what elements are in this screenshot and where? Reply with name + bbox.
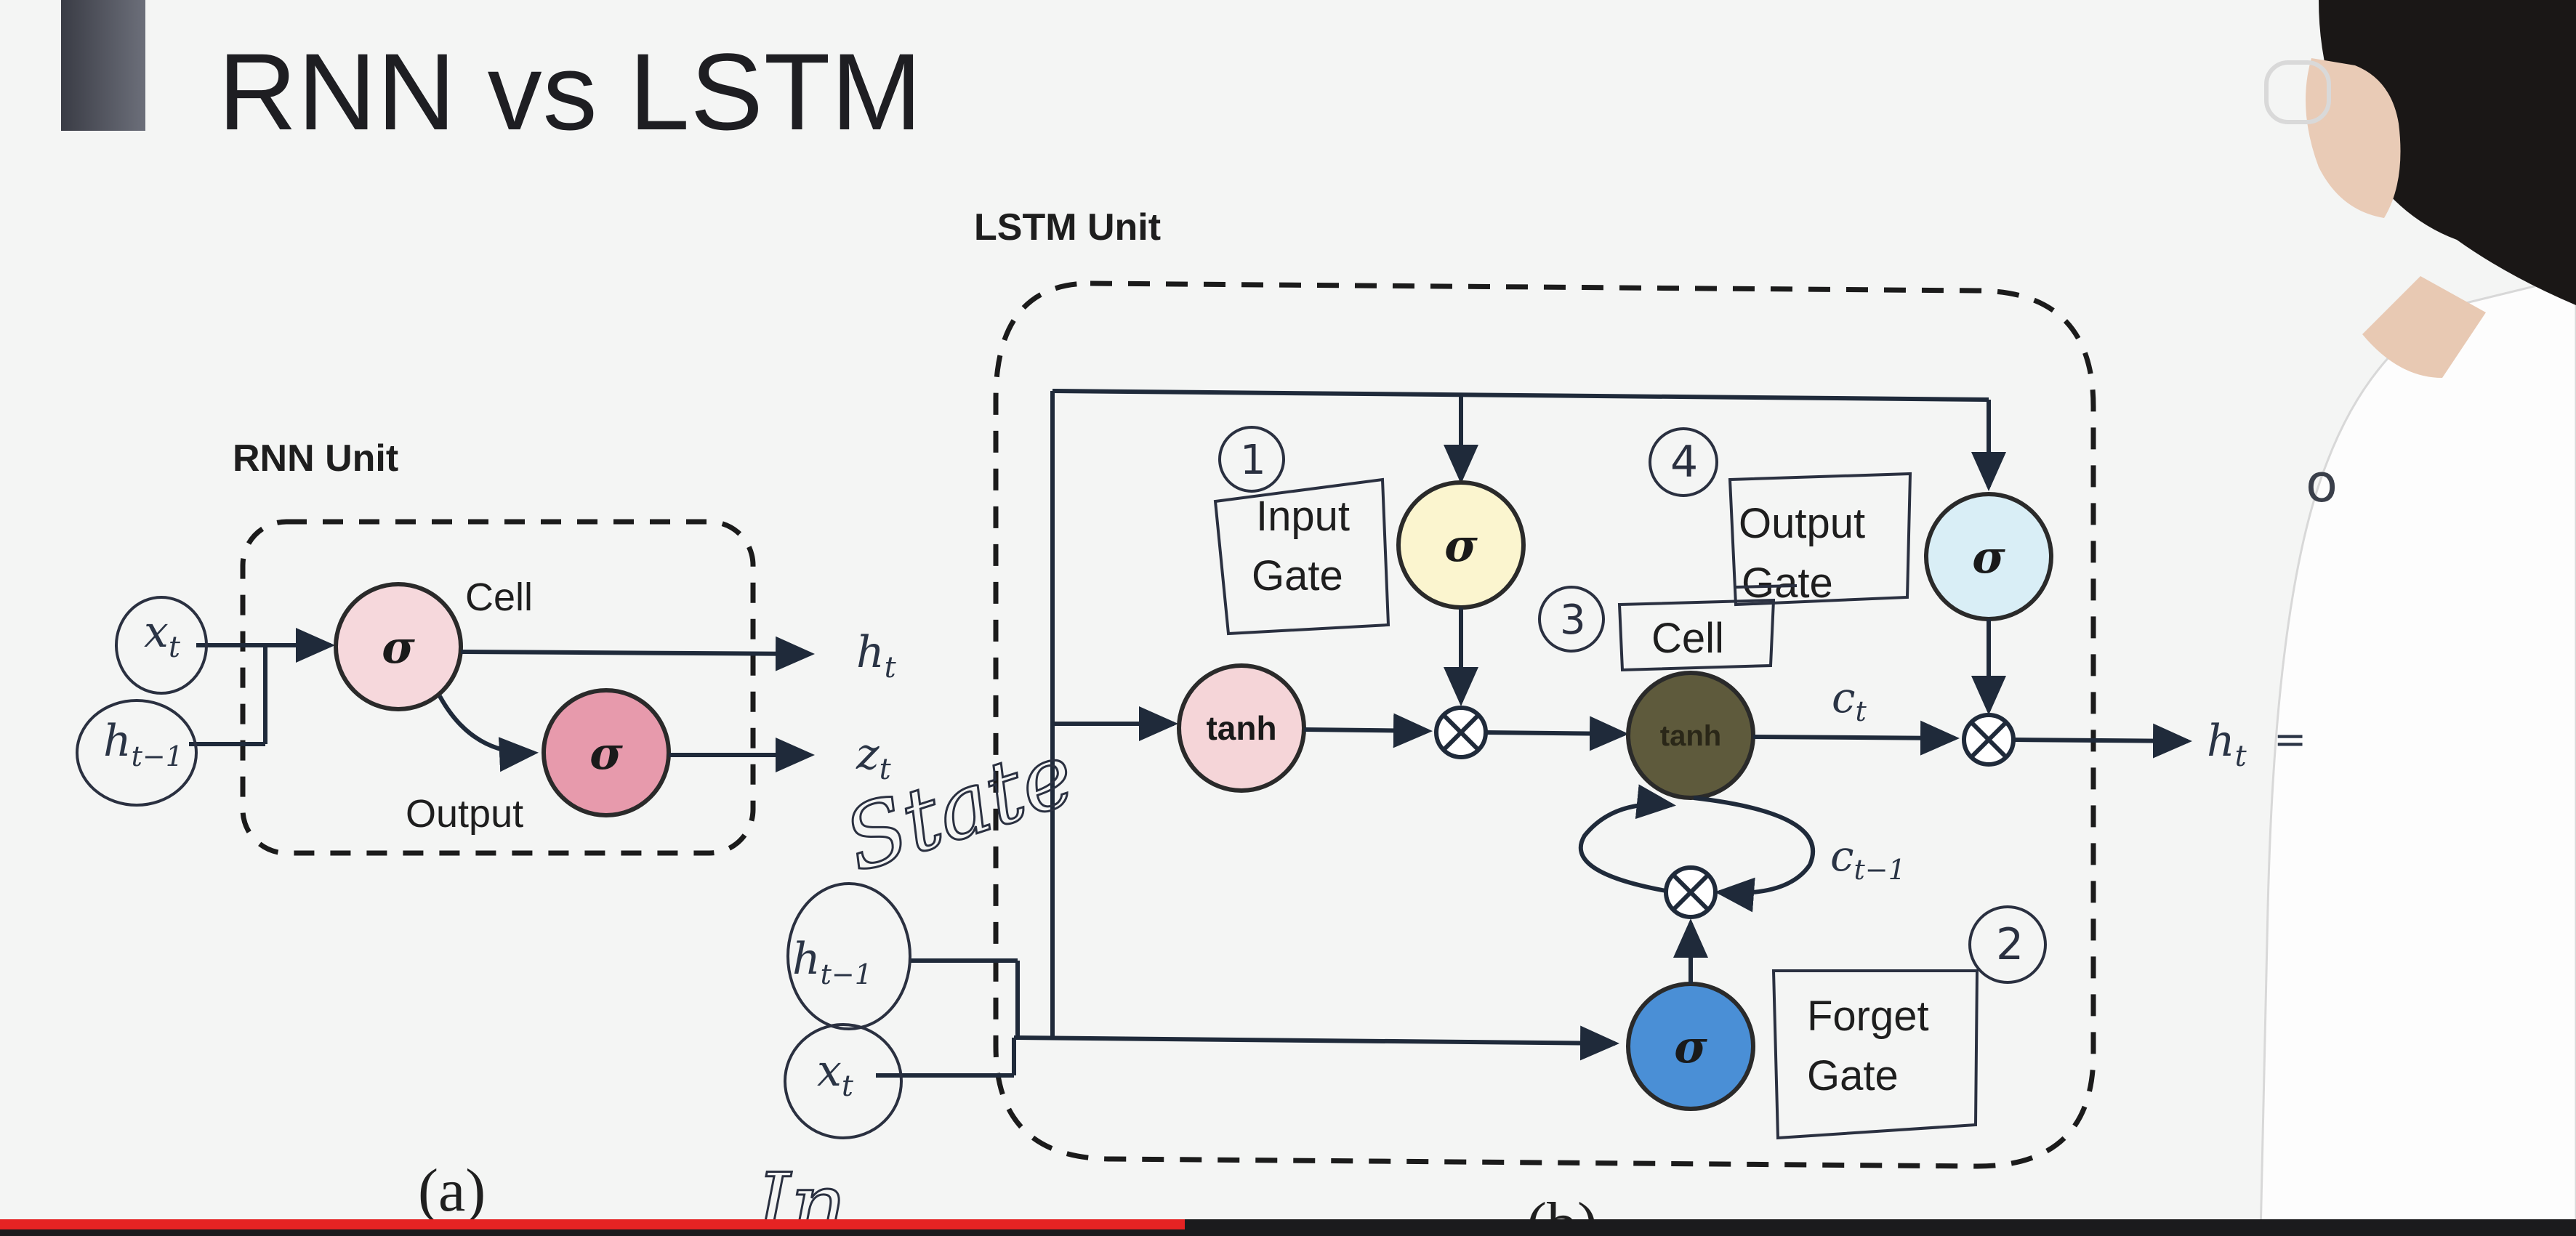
input-gate-label: Input Gate: [1252, 493, 1361, 599]
c-prev-label: ct−1: [1830, 831, 1906, 886]
presenter-glasses: [2264, 60, 2331, 124]
rnn-unit: RNN Unit σ Cell σ Output xt ht−1 ht zt (…: [103, 437, 897, 1224]
rnn-input-h: ht−1: [103, 716, 183, 772]
circle-num-4: [1649, 427, 1718, 497]
handwritten-num-4: 4: [1670, 437, 1698, 488]
circle-lstm-x: [784, 1023, 903, 1139]
rnn-boundary: [240, 519, 756, 856]
circle-num-1: [1218, 426, 1285, 493]
circle-lstm-h: [786, 882, 911, 1030]
box-cell: [1617, 598, 1776, 672]
handwritten-num-1: 1: [1240, 437, 1266, 484]
lstm-tanh-label: tanh: [1206, 709, 1276, 747]
handwritten-annotations: [76, 426, 2047, 1140]
output-gate-sigma: σ: [1972, 530, 2005, 583]
rnn-heading: RNN Unit: [233, 437, 398, 480]
lstm-output-eq: =: [2274, 716, 2306, 762]
lstm-heading: LSTM Unit: [974, 206, 1161, 249]
rnn-output-sigma: σ: [589, 727, 623, 780]
presenter-hair: [2319, 0, 2576, 305]
handwritten-num-2: 2: [1996, 919, 2024, 970]
lstm-output-h: ht: [2207, 716, 2247, 773]
cell-label: Cell: [1651, 615, 1724, 662]
cell-tanh-node: [1626, 671, 1755, 800]
handwritten-num-3: 3: [1560, 597, 1586, 644]
box-forget-gate: [1771, 969, 1979, 1140]
cell-tanh-label: tanh: [1660, 720, 1721, 752]
circle-rnn-h: [76, 699, 198, 807]
presenter-neck: [2362, 276, 2486, 378]
rnn-cell-node: [334, 582, 463, 711]
c-t-label: ct: [1832, 673, 1867, 727]
output-gate-label: Output Gate: [1739, 500, 1877, 607]
circle-num-3: [1538, 586, 1605, 653]
input-gate-sigma: σ: [1444, 519, 1478, 572]
lstm-boundary: [993, 280, 2096, 1169]
circle-rnn-x: [115, 596, 208, 695]
output-multiply-node: [1962, 713, 2016, 767]
rnn-output-h: ht: [856, 627, 897, 684]
slide-title: RNN vs LSTM: [218, 31, 923, 153]
rnn-output-label: Output: [406, 792, 523, 836]
rnn-output-z: zt: [856, 729, 892, 786]
lstm-input-x: xt: [817, 1046, 854, 1103]
title-accent-bar: [61, 0, 145, 131]
lstm-unit: LSTM Unit tanh σ Input Gate: [792, 206, 2306, 1236]
forget-multiply-node: [1664, 865, 1718, 919]
forget-gate-label: Forget Gate: [1807, 993, 1941, 1099]
forget-gate-sigma: σ: [1674, 1020, 1707, 1073]
handwritten-margin-o: o: [2306, 453, 2338, 514]
rnn-cell-sigma: σ: [382, 621, 415, 674]
lstm-input-h: ht−1: [792, 934, 872, 990]
video-progress-fill[interactable]: [0, 1219, 1186, 1229]
box-input-gate: [1213, 477, 1390, 636]
rnn-cell-label: Cell: [465, 575, 533, 619]
box-output-gate: [1728, 472, 1912, 607]
rnn-caption: (a): [418, 1157, 486, 1224]
circle-num-2: [1968, 905, 2047, 984]
lstm-tanh-node: [1177, 663, 1306, 793]
rnn-input-x: xt: [144, 607, 181, 664]
input-multiply-node: [1434, 706, 1488, 759]
